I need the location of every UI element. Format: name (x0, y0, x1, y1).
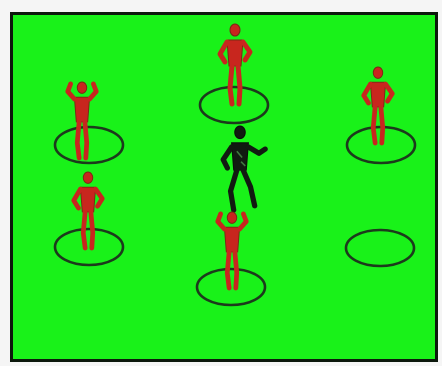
player-torso (370, 82, 385, 107)
player-head (77, 82, 87, 93)
player-head (230, 24, 240, 36)
player-head (83, 172, 93, 183)
pitch-surface (12, 14, 437, 361)
player-torso (227, 40, 243, 66)
player-head (235, 126, 246, 139)
player-head (373, 67, 383, 78)
player-torso (80, 187, 95, 212)
player-head (227, 212, 237, 223)
player-torso (224, 227, 239, 252)
pitch-diagram (10, 12, 438, 362)
player-torso (74, 97, 89, 122)
